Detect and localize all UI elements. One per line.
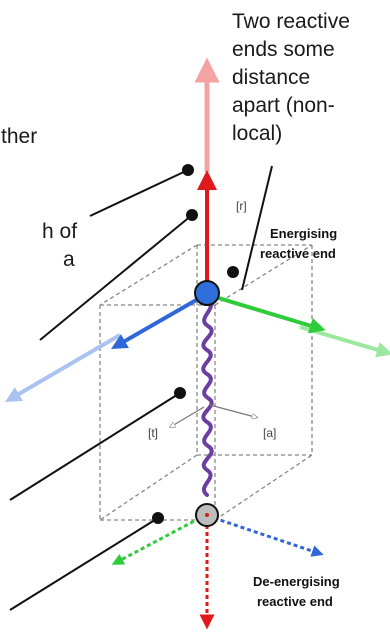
- blue-axis: [111, 293, 206, 349]
- callout-line-1: Two reactive: [232, 10, 350, 33]
- dashed-cuboid: [99, 244, 313, 521]
- a-axis-arrow: [209, 404, 255, 417]
- callout-line-5: local): [232, 122, 282, 145]
- deenergising-label-1: De-energising: [253, 574, 340, 589]
- leader-lines: [9, 164, 273, 611]
- energising-label-2: reactive end: [260, 246, 336, 261]
- edge-text-a: a: [63, 248, 75, 271]
- label-a: [a]: [263, 426, 276, 440]
- green-axis: [211, 294, 326, 334]
- bottom-green-axis: [111, 516, 201, 565]
- deenergising-node-center: [205, 513, 209, 517]
- edge-text-h-of: h of: [42, 220, 77, 243]
- bottom-blue-axis: [213, 516, 324, 557]
- callout-line-4: apart (non-: [232, 94, 335, 117]
- deenergising-label-2: reactive end: [257, 594, 333, 609]
- label-r: [r]: [236, 199, 247, 213]
- energising-node: [194, 280, 220, 306]
- edge-text-ther: ther: [1, 125, 37, 148]
- callout-line-2: ends some: [232, 38, 335, 61]
- t-axis-arrow: [172, 406, 205, 426]
- energising-label-1: Energising: [270, 226, 337, 241]
- blue-axis-light: [5, 333, 122, 403]
- spring-connection: [201, 298, 214, 497]
- label-t: [t]: [148, 426, 158, 440]
- callout-line-3: distance: [232, 66, 310, 89]
- green-axis-light: [299, 325, 390, 358]
